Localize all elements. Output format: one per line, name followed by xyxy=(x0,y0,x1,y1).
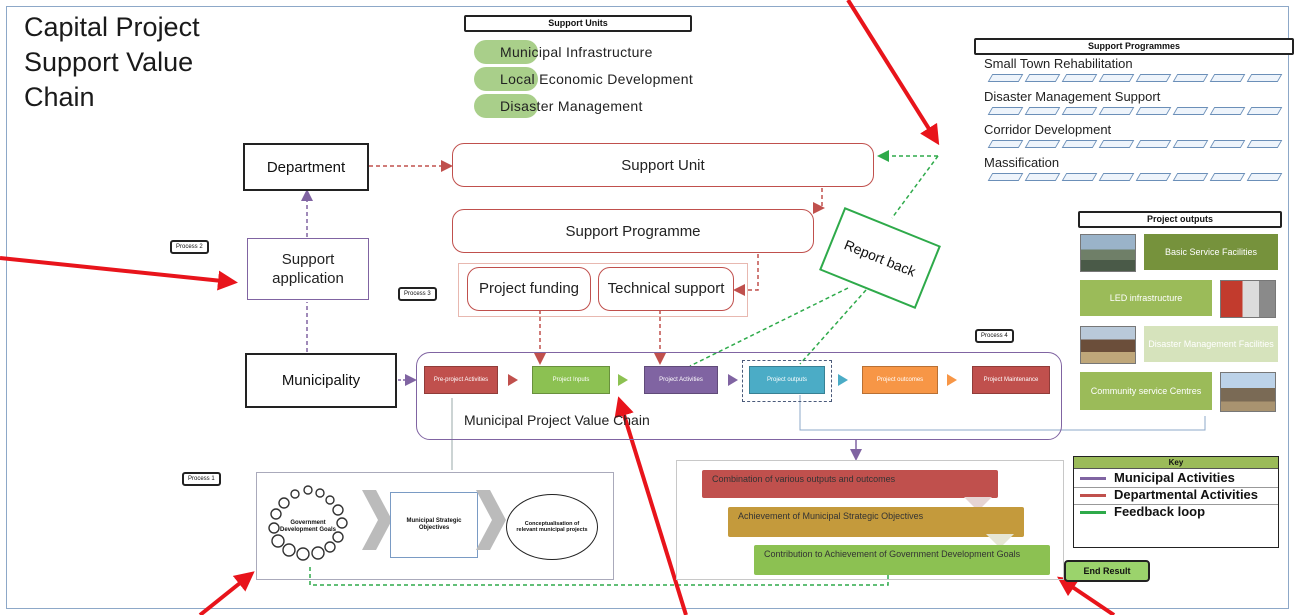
step-arrow xyxy=(508,374,518,386)
facility-photo xyxy=(1220,280,1276,318)
annotation-arrow xyxy=(198,571,255,615)
value-chain-step: Project outputs xyxy=(749,366,825,394)
support-units-header: Support Units xyxy=(464,15,692,32)
process-tag: Process 3 xyxy=(398,287,437,301)
feedback-bottom-loop xyxy=(309,560,889,586)
support-unit-item: Municipal Infrastructure xyxy=(500,44,653,60)
result-item: Achievement of Municipal Strategic Objec… xyxy=(728,507,1024,537)
technical-support-box: Technical support xyxy=(598,267,734,311)
legend-header: Key xyxy=(1074,457,1278,469)
government-goals-label: Government Development Goals xyxy=(279,520,336,533)
municipal-objectives-box: Municipal Strategic Objectives xyxy=(390,492,478,558)
process-tag: Process 4 xyxy=(975,329,1014,343)
value-chain-step: Project Maintenance xyxy=(972,366,1050,394)
title-line-3: Chain xyxy=(24,82,95,112)
value-chain-step: Pre-project Activities xyxy=(424,366,498,394)
municipality-box: Municipality xyxy=(245,353,397,408)
government-goals-circle-icon xyxy=(268,485,348,561)
process-tag: Process 2 xyxy=(170,240,209,254)
step-arrow xyxy=(728,374,738,386)
department-box: Department xyxy=(243,143,369,191)
step-arrow xyxy=(618,374,628,386)
value-chain-step: Project outcomes xyxy=(862,366,938,394)
legend-label: Municipal Activities xyxy=(1114,470,1235,485)
support-unit-bullet xyxy=(474,94,538,118)
legend-key: Key Municipal Activities Departmental Ac… xyxy=(1073,456,1279,548)
programme-item: Small Town Rehabilitation xyxy=(984,56,1133,71)
diagram-title: Capital Project Support Value Chain xyxy=(24,10,200,115)
diagram-frame xyxy=(6,6,1289,609)
project-funding-box: Project funding xyxy=(467,267,591,311)
legend-label: Departmental Activities xyxy=(1114,487,1259,502)
annotation-arrow xyxy=(0,256,238,291)
value-chain-container xyxy=(416,352,1062,440)
conceptualisation-circle: Conceptualisation of relevant municipal … xyxy=(506,494,598,560)
support-programmes-header: Support Programmes xyxy=(974,38,1294,55)
legend-label: Feedback loop xyxy=(1114,504,1206,519)
programme-item: Corridor Development xyxy=(984,122,1112,137)
support-unit-box: Support Unit xyxy=(452,143,874,187)
support-unit-item: Local Economic Development xyxy=(500,71,694,87)
annotation-arrow xyxy=(1057,576,1116,615)
programme-item: Massification xyxy=(984,155,1060,170)
value-chain-label: Municipal Project Value Chain xyxy=(464,412,650,428)
support-unit-item: Disaster Management xyxy=(500,98,643,114)
value-chain-step: Project Activities xyxy=(644,366,718,394)
process3-container xyxy=(458,263,748,317)
support-unit-bullet xyxy=(474,67,538,91)
legend-swatch xyxy=(1080,476,1106,480)
programme-item: Disaster Management Support xyxy=(984,89,1161,104)
feedback-diagonal xyxy=(891,155,939,219)
legend-item: Municipal Activities xyxy=(1074,471,1278,485)
chevron-right-icon xyxy=(476,490,506,550)
feedback-from-outputs xyxy=(799,289,867,365)
outputs-highlight xyxy=(742,360,832,402)
title-line-1: Capital Project xyxy=(24,12,200,42)
annotation-arrow xyxy=(614,396,688,615)
results-container xyxy=(676,460,1064,580)
outputs-to-project-outputs-connector xyxy=(799,395,1206,431)
step-arrow xyxy=(947,374,957,386)
feedback-from-activities xyxy=(689,287,849,367)
result-item: Contribution to Achievement of Governmen… xyxy=(754,545,1050,575)
support-application-box: Support application xyxy=(247,238,369,300)
step-arrow xyxy=(838,374,848,386)
project-output-item: Disaster Management Facilities xyxy=(1144,326,1278,362)
legend-swatch xyxy=(1080,493,1106,497)
legend-swatch xyxy=(1080,510,1106,514)
legend-item: Departmental Activities xyxy=(1074,487,1278,502)
support-unit-bullet xyxy=(474,40,538,64)
legend-item: Feedback loop xyxy=(1074,504,1278,519)
programme-to-support-connector xyxy=(733,254,759,296)
process-tag: Process 1 xyxy=(182,472,221,486)
facility-photo xyxy=(1080,234,1136,272)
support-programme-box: Support Programme xyxy=(452,209,814,253)
project-outputs-header: Project outputs xyxy=(1078,211,1282,228)
facility-photo xyxy=(1220,372,1276,412)
process1-container xyxy=(256,472,614,580)
facility-photo xyxy=(1080,326,1136,364)
chevron-right-icon xyxy=(362,490,392,550)
annotation-arrow xyxy=(846,0,940,146)
project-output-item: Basic Service Facilities xyxy=(1144,234,1278,270)
title-line-2: Support Value xyxy=(24,47,194,77)
project-output-item: Community service Centres xyxy=(1080,372,1212,410)
project-output-item: LED infrastructure xyxy=(1080,280,1212,316)
result-item: Combination of various outputs and outco… xyxy=(702,470,998,498)
end-result-badge: End Result xyxy=(1064,560,1150,582)
value-chain-step: Project Inputs xyxy=(532,366,610,394)
